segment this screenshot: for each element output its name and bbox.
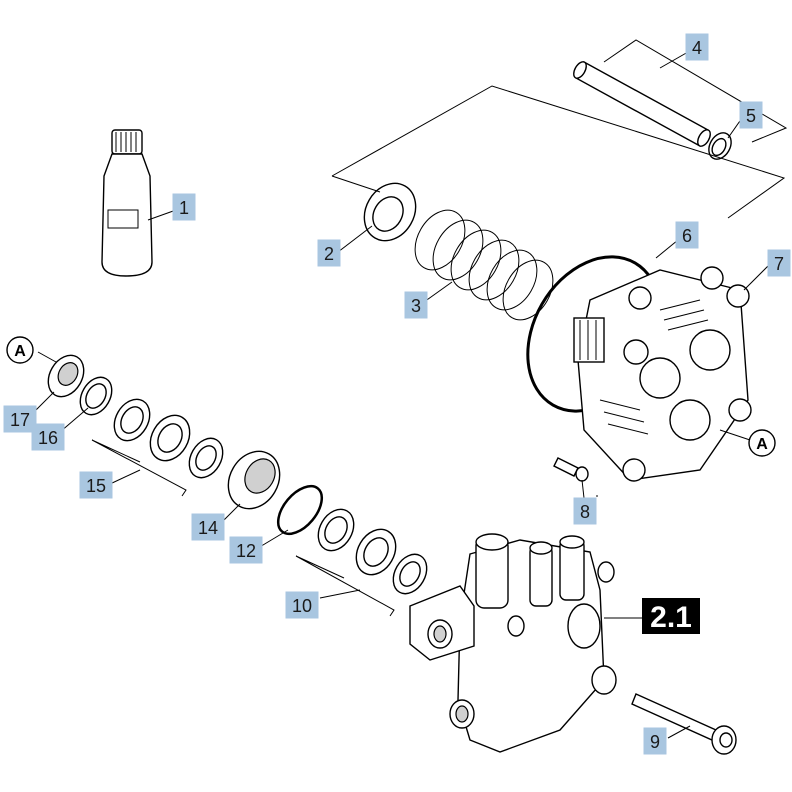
connector-a-right: A bbox=[748, 429, 776, 457]
assembly-bracket-10 bbox=[295, 555, 395, 617]
part-8-screw bbox=[553, 457, 589, 482]
callout-10-label: 10 bbox=[292, 596, 312, 616]
callout-8: 8 bbox=[573, 497, 597, 525]
part-5-ring bbox=[708, 132, 732, 160]
callout-12: 12 bbox=[229, 536, 263, 564]
callout-16-label: 16 bbox=[38, 428, 58, 448]
callout-1-label: 1 bbox=[179, 198, 189, 218]
assembly-bracket-4-5 bbox=[603, 39, 788, 143]
callout-7: 7 bbox=[767, 249, 791, 277]
callout-10: 10 bbox=[285, 591, 319, 619]
callout-17-label: 17 bbox=[10, 410, 30, 430]
callout-7-label: 7 bbox=[774, 254, 784, 274]
part-10-seal-set bbox=[317, 508, 428, 595]
callout-5: 5 bbox=[739, 101, 763, 129]
callout-14-label: 14 bbox=[198, 518, 218, 538]
reference-2-1-label: 2.1 bbox=[650, 601, 692, 634]
callout-4: 4 bbox=[685, 33, 709, 61]
callout-12-label: 12 bbox=[236, 541, 256, 561]
part-4-piston-rod bbox=[573, 61, 711, 147]
assembly-bracket-2-5 bbox=[331, 85, 786, 219]
callout-3-label: 3 bbox=[411, 296, 421, 316]
callout-15-label: 15 bbox=[86, 476, 106, 496]
part-2-washer bbox=[363, 182, 417, 242]
callout-15: 15 bbox=[79, 471, 113, 499]
callout-6-label: 6 bbox=[682, 226, 692, 246]
assembly-bracket-15 bbox=[91, 439, 187, 497]
connector-a-left-label: A bbox=[14, 343, 26, 360]
callout-5-label: 5 bbox=[746, 106, 756, 126]
part-16-ring bbox=[79, 376, 113, 416]
callout-6: 6 bbox=[675, 221, 699, 249]
leader-lines bbox=[31, 51, 771, 739]
callout-17: 17 bbox=[3, 405, 37, 433]
connector-a-left: A bbox=[6, 336, 34, 364]
part-1-oil-bottle bbox=[101, 129, 153, 277]
part-14-seal-holder bbox=[227, 450, 281, 510]
callout-14: 14 bbox=[191, 513, 225, 541]
part-7-cylinder-housing bbox=[573, 266, 752, 482]
callout-8-label: 8 bbox=[580, 502, 590, 522]
part-12-o-ring bbox=[276, 484, 324, 536]
part-15-seal-set bbox=[113, 398, 224, 479]
callout-9-label: 9 bbox=[650, 732, 660, 752]
callout-3: 3 bbox=[404, 291, 428, 319]
manifold-assembly bbox=[409, 533, 617, 753]
part-9-bolt bbox=[631, 693, 737, 755]
callout-2-label: 2 bbox=[324, 244, 334, 264]
callout-4-label: 4 bbox=[692, 38, 702, 58]
callout-2: 2 bbox=[317, 239, 341, 267]
part-17-nut bbox=[47, 354, 85, 398]
connector-a-right-label: A bbox=[756, 436, 768, 453]
part-3-spring bbox=[414, 209, 554, 321]
callout-16: 16 bbox=[31, 423, 65, 451]
reference-2-1: 2.1 bbox=[642, 598, 700, 634]
callout-9: 9 bbox=[643, 727, 667, 755]
callout-1: 1 bbox=[172, 193, 196, 221]
